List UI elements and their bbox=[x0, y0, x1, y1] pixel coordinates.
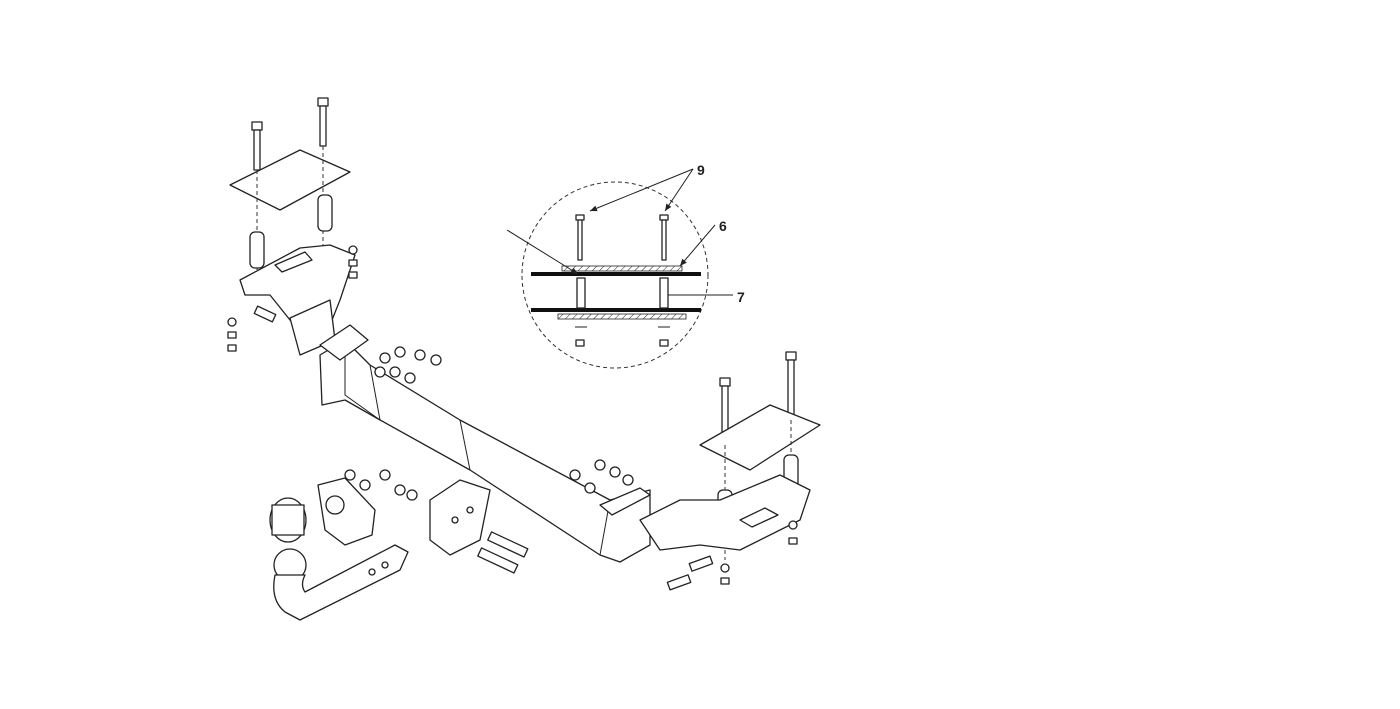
right-mounting bbox=[639, 351, 821, 591]
bolt-right bbox=[658, 214, 670, 347]
right-plate bbox=[699, 404, 821, 471]
tow-ball-assembly bbox=[269, 477, 409, 621]
nuts-washers bbox=[344, 346, 634, 574]
right-bracket bbox=[639, 474, 811, 551]
bolt-left bbox=[575, 214, 587, 347]
callout-9-label: 9 bbox=[697, 162, 705, 178]
left-plate bbox=[229, 149, 351, 211]
socket-plate bbox=[317, 477, 376, 546]
detail-view bbox=[506, 168, 733, 369]
center-bracket bbox=[429, 479, 491, 556]
callout-6-label: 6 bbox=[719, 218, 727, 234]
crossbeam bbox=[319, 324, 651, 563]
callout-7-label: 7 bbox=[737, 289, 745, 305]
tow-bar-neck bbox=[273, 544, 409, 621]
left-mounting bbox=[227, 97, 358, 356]
